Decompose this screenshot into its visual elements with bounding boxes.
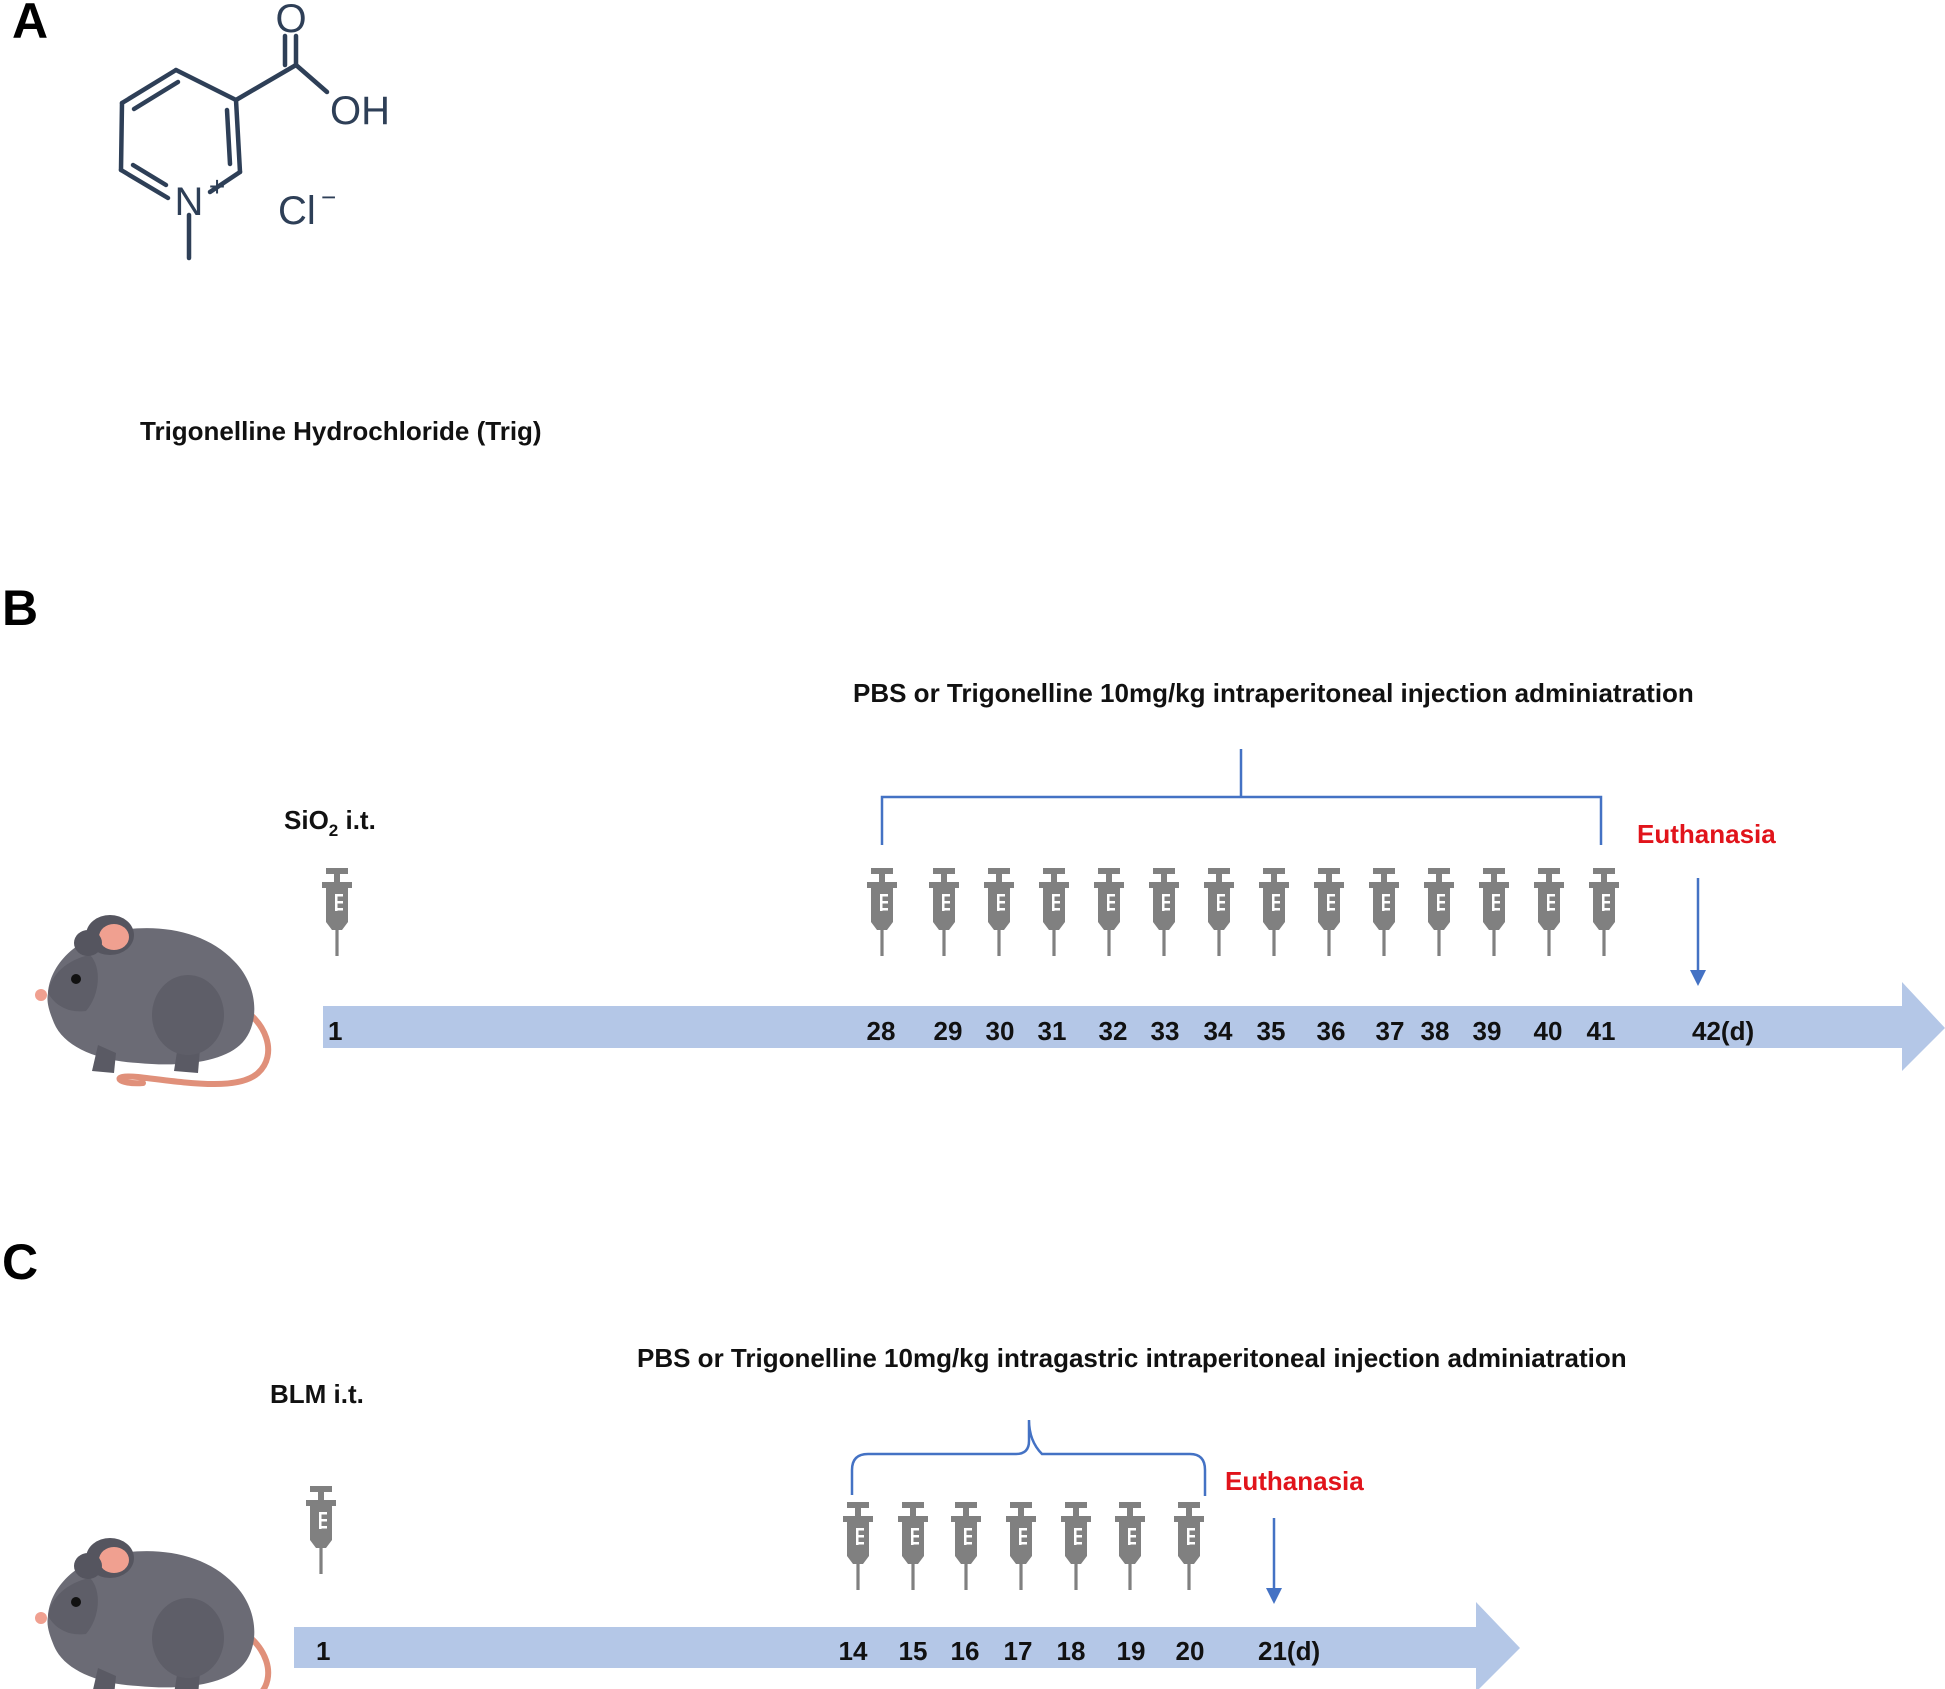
panel-b-day-label: 35: [1257, 1016, 1286, 1046]
panel-b-syringe-icon-day-37: [1369, 868, 1399, 956]
panel-c-day-label: 17: [1004, 1636, 1033, 1666]
panel-b-induction-label: SiO2 i.t.: [284, 805, 376, 840]
bond-c5-c6: [118, 100, 125, 173]
bond-c4-c5: [119, 67, 179, 106]
panel-c-day-label: 14: [839, 1636, 868, 1666]
panel-b-start-day: 1: [328, 1016, 342, 1046]
panel-b-treatment-title: PBS or Trigonelline 10mg/kg intraperiton…: [853, 678, 1694, 708]
panel-c-start-day: 1: [316, 1636, 330, 1666]
panel-c-induction-label: BLM i.t.: [270, 1379, 364, 1409]
atom-nitrogen: N: [175, 180, 204, 224]
panel-c-treatment-title: PBS or Trigonelline 10mg/kg intragastric…: [637, 1343, 1627, 1373]
panel-c-day-label: 19: [1117, 1636, 1146, 1666]
panel-c-induction-syringe-icon: [306, 1486, 336, 1574]
panel-c-euthanasia-label: Euthanasia: [1225, 1466, 1364, 1496]
panel-b-day-label: 36: [1317, 1016, 1346, 1046]
panel-b-syringe-icon-day-29: [929, 868, 959, 956]
panel-b-syringe-icon-day-40: [1534, 868, 1564, 956]
panel-b-mouse-icon: [35, 915, 268, 1084]
panel-c-day-label: 15: [899, 1636, 928, 1666]
panel-b-day-label: 41: [1587, 1016, 1616, 1046]
bond-ring-to-carboxyl: [233, 62, 299, 103]
panel-c-syringe-icon-day-17: [1006, 1502, 1036, 1590]
panel-b-syringe-icon-day-38: [1424, 868, 1454, 956]
panel-c-day-label: 16: [951, 1636, 980, 1666]
panel-b-day-label: 37: [1376, 1016, 1405, 1046]
panel-c-day-labels: 14 15 16 17 18 19 20: [839, 1636, 1205, 1666]
panel-b-induction-syringe-icon: [322, 868, 352, 956]
panel-b-day-label: 28: [867, 1016, 896, 1046]
chloride-minus-charge: −: [321, 182, 336, 212]
panel-b-day-label: 33: [1151, 1016, 1180, 1046]
bond-c3-c4: [173, 67, 239, 103]
bond-c6-n: [118, 167, 171, 201]
chloride-ion: Cl: [278, 189, 316, 233]
panel-c-day-label: 20: [1176, 1636, 1205, 1666]
panel-c-syringe-icon-day-19: [1115, 1502, 1145, 1590]
panel-c-day-label: 18: [1057, 1636, 1086, 1666]
bond-c6-n-inner: [130, 162, 169, 188]
panel-b-syringe-icon-day-31: [1039, 868, 1069, 956]
panel-b-day-label: 38: [1421, 1016, 1450, 1046]
panel-b-day-label: 32: [1099, 1016, 1128, 1046]
panel-b-letter: B: [2, 580, 38, 636]
panel-c-syringes: [843, 1502, 1204, 1590]
atom-hydroxyl: OH: [330, 89, 390, 133]
panel-b-syringe-icon-day-41: [1589, 868, 1619, 956]
panel-b-day-label: 40: [1534, 1016, 1563, 1046]
panel-b-syringe-icon-day-39: [1479, 868, 1509, 956]
panel-b-end-day: 42(d): [1692, 1016, 1754, 1046]
panel-b-syringe-icon-day-30: [984, 868, 1014, 956]
bond-c3-c2: [233, 97, 243, 175]
panel-a-letter: A: [12, 0, 48, 49]
nitrogen-plus-charge: +: [209, 171, 225, 202]
panel-c-euthanasia-arrow-icon: [1266, 1518, 1282, 1604]
bond-c4-c5-inner: [131, 79, 181, 112]
panel-c-syringe-icon-day-20: [1174, 1502, 1204, 1590]
panel-c-mouse-icon: [35, 1538, 268, 1689]
panel-b-syringe-icon-day-34: [1204, 868, 1234, 956]
panel-b-syringe-icon-day-36: [1314, 868, 1344, 956]
compound-name: Trigonelline Hydrochloride (Trig): [140, 416, 542, 446]
panel-c-end-day: 21(d): [1258, 1636, 1320, 1666]
panel-c-syringe-icon-day-16: [951, 1502, 981, 1590]
panel-b-syringe-icon-day-28: [867, 868, 897, 956]
panel-c-bracket: [850, 1419, 1207, 1496]
panel-b-day-label: 29: [934, 1016, 963, 1046]
panel-c-syringe-icon-day-18: [1061, 1502, 1091, 1590]
bond-c2-n: [207, 169, 243, 195]
bond-c3-c2-inner: [224, 107, 233, 167]
panel-b-euthanasia-arrow-icon: [1690, 878, 1706, 986]
panel-b-day-label: 31: [1038, 1016, 1067, 1046]
panel-b-euthanasia-label: Euthanasia: [1637, 819, 1776, 849]
panel-b-syringe-icon-day-33: [1149, 868, 1179, 956]
atom-oxygen: O: [275, 0, 306, 41]
panel-b-timeline-arrow: [323, 982, 1945, 1071]
panel-b-bracket: [880, 749, 1603, 845]
panel-c-timeline-arrow: [294, 1602, 1520, 1689]
panel-b-day-label: 39: [1473, 1016, 1502, 1046]
panel-b-day-label: 30: [986, 1016, 1015, 1046]
trigonelline-structure: [118, 33, 330, 261]
panel-c-syringe-icon-day-15: [898, 1502, 928, 1590]
panel-b-syringe-icon-day-32: [1094, 868, 1124, 956]
panel-b-day-labels: 28 29 30 31 32 33 34 35 36 37 38 39 40 41: [867, 1016, 1616, 1046]
panel-c-letter: C: [2, 1234, 38, 1290]
panel-b-day-label: 34: [1204, 1016, 1233, 1046]
panel-b-syringes: [867, 868, 1619, 956]
panel-b-syringe-icon-day-35: [1259, 868, 1289, 956]
panel-c-syringe-icon-day-14: [843, 1502, 873, 1590]
bond-c-oh: [293, 62, 330, 95]
